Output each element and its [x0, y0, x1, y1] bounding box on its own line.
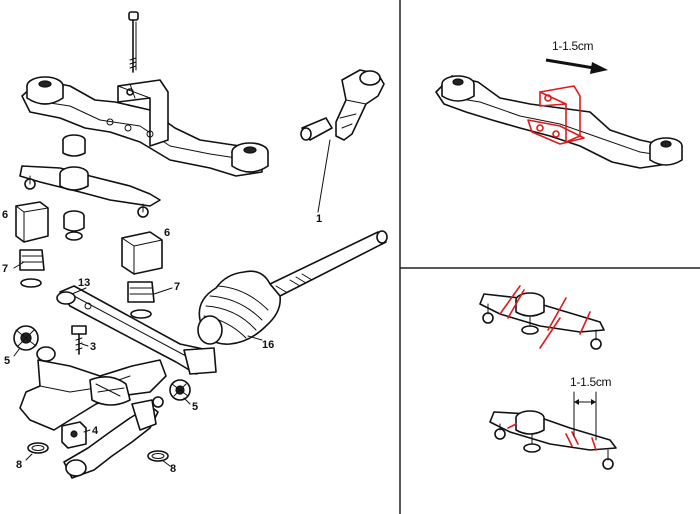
plate-lower — [489, 391, 617, 470]
callout-3: 3 — [90, 341, 96, 353]
selector-bush-right — [169, 379, 191, 401]
selector-plate-panel: 1-1.5cm — [479, 285, 617, 470]
callout-5-right: 5 — [192, 401, 198, 413]
shift-rod — [56, 285, 217, 375]
rubber-block-left — [15, 201, 49, 243]
gear-shaft — [269, 230, 388, 297]
callout-6-right: 6 — [164, 227, 170, 239]
exploded-view: 1 6 6 7 7 13 16 3 5 5 4 8 8 — [2, 11, 388, 479]
callout-1: 1 — [316, 213, 322, 225]
lower-lever — [63, 396, 164, 479]
bracket-cut-panel: 1-1.5cm — [435, 39, 683, 169]
mounting-bolt — [128, 11, 139, 73]
grommet-left — [19, 249, 45, 288]
circlip-right — [147, 450, 169, 462]
callout-8-left: 8 — [16, 459, 22, 471]
dimension-label-bottom: 1-1.5cm — [570, 375, 612, 389]
selector-plate — [19, 165, 161, 218]
small-block — [61, 421, 87, 449]
cut-region-highlight — [527, 85, 585, 145]
rubber-block-right — [121, 231, 163, 275]
small-bolt — [71, 325, 87, 355]
callout-13: 13 — [78, 277, 90, 289]
callout-16: 16 — [262, 339, 274, 351]
callout-5-left: 5 — [4, 355, 10, 367]
crossmember-bracket — [21, 76, 269, 177]
rubber-boot — [197, 270, 282, 345]
callout-4: 4 — [92, 425, 99, 437]
callout-8-right: 8 — [170, 463, 176, 475]
dimension-label-top: 1-1.5cm — [552, 39, 594, 53]
callout-6-left: 6 — [2, 209, 8, 221]
plate-upper — [479, 285, 605, 350]
callout-7-left: 7 — [2, 263, 8, 275]
gear-selector-body — [19, 346, 167, 431]
gear-lever — [300, 69, 385, 141]
circlip-left — [27, 442, 49, 454]
grommet-right — [127, 281, 155, 319]
upper-bushing — [62, 134, 86, 157]
arrow-right-icon — [545, 58, 608, 74]
lower-bushing — [63, 210, 85, 241]
selector-bush-left — [13, 325, 39, 351]
callout-7-right: 7 — [174, 281, 180, 293]
